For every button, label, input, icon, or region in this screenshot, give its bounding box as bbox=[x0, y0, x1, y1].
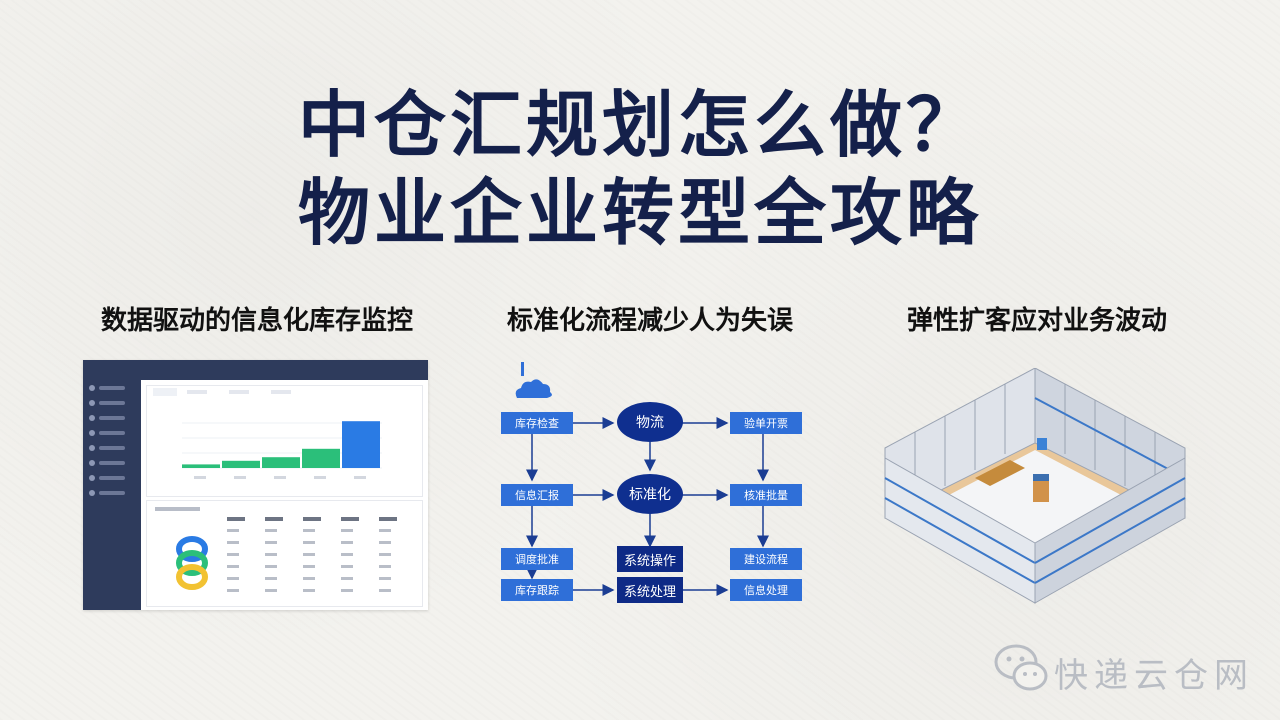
table-cell bbox=[379, 541, 391, 544]
flow-node: 物流 bbox=[617, 402, 683, 442]
sidebar-row bbox=[89, 445, 129, 451]
table-cell bbox=[379, 577, 391, 580]
table-cell bbox=[303, 553, 315, 556]
table-cell bbox=[303, 589, 315, 592]
table-cell bbox=[265, 577, 277, 580]
table-cell bbox=[265, 553, 277, 556]
table-cell bbox=[227, 589, 239, 592]
flow-node: 核准批量 bbox=[730, 484, 802, 506]
dashboard-sidebar bbox=[83, 360, 141, 610]
flow-node: 建设流程 bbox=[730, 548, 802, 570]
table-cell bbox=[341, 589, 353, 592]
chart-tick bbox=[234, 476, 246, 479]
table-cell bbox=[379, 517, 397, 521]
chart-bar bbox=[302, 448, 340, 468]
process-flowchart bbox=[515, 362, 769, 596]
chart-tick bbox=[194, 476, 206, 479]
table-cell bbox=[227, 529, 239, 532]
table-card bbox=[146, 500, 423, 607]
chart-bar bbox=[182, 464, 220, 468]
sidebar-row bbox=[89, 385, 129, 391]
flow-node: 库存检查 bbox=[501, 412, 573, 434]
flow-node: 信息处理 bbox=[730, 579, 802, 601]
table-cell bbox=[303, 529, 315, 532]
sidebar-row bbox=[89, 490, 129, 496]
interior bbox=[975, 438, 1049, 502]
front-right-wall bbox=[1034, 457, 1186, 604]
cloud-icon bbox=[515, 362, 552, 398]
chart-tick bbox=[314, 476, 326, 479]
data-table bbox=[227, 517, 397, 592]
modular-warehouse-illustration bbox=[884, 368, 1186, 604]
flow-node: 系统处理 bbox=[617, 577, 683, 603]
table-cell bbox=[303, 577, 315, 580]
watermark-text: 快递云仓网 bbox=[1054, 656, 1254, 696]
table-cell bbox=[265, 589, 277, 592]
table-cell bbox=[303, 517, 321, 521]
table-cell bbox=[265, 529, 277, 532]
sidebar-row bbox=[89, 415, 129, 421]
table-cell bbox=[341, 565, 353, 568]
flow-node: 系统操作 bbox=[617, 546, 683, 572]
dashboard-screenshot bbox=[83, 360, 428, 610]
chart-bar bbox=[342, 421, 380, 468]
table-cell bbox=[303, 541, 315, 544]
panel-heading-monitoring: 数据驱动的信息化库存监控 bbox=[100, 306, 413, 336]
chart-tick bbox=[354, 476, 366, 479]
table-cell bbox=[265, 517, 283, 521]
wechat-logo-icon bbox=[994, 644, 1048, 691]
sidebar-row bbox=[89, 475, 129, 481]
chart-card bbox=[146, 385, 423, 497]
flow-node: 验单开票 bbox=[730, 412, 802, 434]
stock-bar-chart bbox=[182, 421, 382, 479]
wechat-watermark: 快递云仓网 bbox=[992, 640, 1272, 700]
flow-node: 信息汇报 bbox=[501, 484, 573, 506]
table-cell bbox=[227, 565, 239, 568]
panel-heading-elastic: 弹性扩客应对业务波动 bbox=[906, 306, 1167, 336]
table-cell bbox=[227, 577, 239, 580]
page-title-line2: 物业企业转型全攻略 bbox=[297, 171, 982, 255]
table-cell bbox=[379, 565, 391, 568]
chart-bar bbox=[222, 460, 260, 468]
flow-node: 库存跟踪 bbox=[501, 579, 573, 601]
table-cell bbox=[265, 565, 277, 568]
chart-bar bbox=[262, 457, 300, 468]
sidebar-row bbox=[89, 460, 129, 466]
table-cell bbox=[341, 541, 353, 544]
flow-node: 调度批准 bbox=[501, 548, 573, 570]
table-cell bbox=[341, 529, 353, 532]
table-cell bbox=[265, 541, 277, 544]
sidebar-row bbox=[89, 430, 129, 436]
table-cell bbox=[227, 553, 239, 556]
dashboard-topbar bbox=[83, 360, 428, 380]
table-cell bbox=[379, 589, 391, 592]
table-cell bbox=[227, 517, 245, 521]
chart-tick bbox=[274, 476, 286, 479]
table-cell bbox=[341, 577, 353, 580]
table-cell bbox=[341, 517, 359, 521]
panel-heading-process: 标准化流程减少人为失误 bbox=[506, 306, 793, 336]
table-cell bbox=[341, 553, 353, 556]
table-cell bbox=[303, 565, 315, 568]
table-cell bbox=[379, 529, 391, 532]
flow-node: 标准化 bbox=[617, 474, 683, 514]
table-cell bbox=[227, 541, 239, 544]
donut-chart-icon bbox=[176, 536, 208, 590]
table-cell bbox=[379, 553, 391, 556]
page-title-line1: 中仓汇规划怎么做？ bbox=[297, 83, 982, 167]
sidebar-row bbox=[89, 400, 129, 406]
